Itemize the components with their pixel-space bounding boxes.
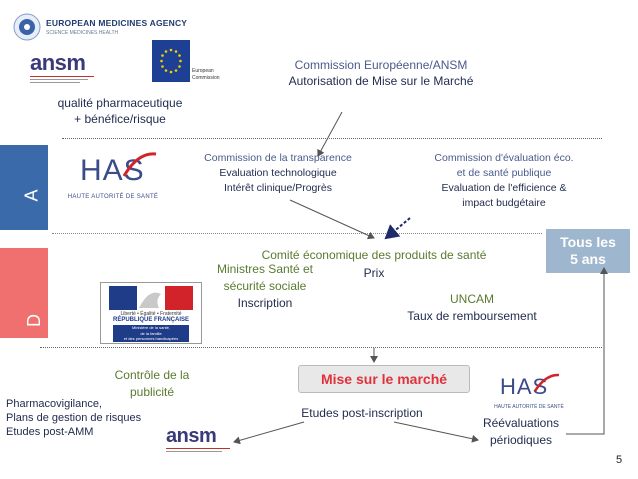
pharmaco-line3: Etudes post-AMM [6,426,94,438]
ansm-bottom-wordmark: ansm [166,425,217,447]
separator-bottom [40,347,602,348]
etudes-label: Etudes post-inscription [301,406,423,420]
ministres-line1: Ministres Santé et [216,262,314,276]
arrow-ct-to-ceps [289,199,375,240]
mise-label: Mise sur le marché [320,371,448,387]
node-commission-evaluation: Commission d'évaluation éco. et de santé… [402,152,606,209]
rf-line3: Ministère de la santé, [131,325,171,330]
rf-line5: et des personnes handicapées [123,336,179,341]
republique-francaise-logo: Liberté • Égalité • Fraternité RÉPUBLIQU… [100,282,202,344]
node-qualite: qualité pharmaceutique + bénéfice/risque [30,96,210,126]
page-number: 5 [616,454,623,466]
ceps-line1: Prix [363,266,385,280]
uncam-line1: Taux de remboursement [407,309,537,323]
arrow-ceesp-to-ceps [384,217,411,240]
arrow-reeval-loop [566,267,608,435]
reeval-line2: périodiques [489,433,553,447]
ec-label-line1: European [192,68,214,74]
rf-line2: RÉPUBLIQUE FRANÇAISE [112,317,189,323]
tous-line2: 5 ans [570,251,606,267]
qualite-line1: qualité pharmaceutique [57,96,183,110]
node-uncam: UNCAM Taux de remboursement [384,292,560,323]
ministres-line3: Inscription [237,296,293,310]
sidebar-blue-band: A [0,145,48,230]
arrow-commission-to-ct [317,111,343,157]
arrow-etudes-to-ansm [233,421,305,445]
ministres-line2: sécurité sociale [223,279,307,293]
ct-title: Commission de la transparence [204,152,352,164]
ansm-wordmark: ansm [30,50,86,75]
ceesp-title2: et de santé publique [456,167,552,179]
eu-flag-icon [152,40,190,82]
sidebar-red-band: D [0,248,48,338]
ema-logo: EUROPEAN MEDICINES AGENCY SCIENCE MEDICI… [12,12,187,52]
has-small-swoosh-icon [533,373,560,392]
node-reevaluations: Réévaluations périodiques [466,416,576,447]
rf-line4: de la famille [140,330,162,336]
separator-middle [52,233,542,234]
ceesp-line2: impact budgétaire [462,197,546,209]
european-commission-logo: European Commission [152,40,220,88]
controle-line2: publicité [129,385,175,399]
rf-ministere-band: Ministère de la santé, de la famille et … [113,325,189,342]
has-small-caption: HAUTE AUTORITÉ DE SANTÉ [494,404,564,410]
has-wordmark: HAS [80,154,145,187]
commission-eu-title: Commission Européenne/ANSM [294,58,468,72]
ceps-title: Comité économique des produits de santé [261,248,487,262]
has-caption: HAUTE AUTORITÉ DE SANTÉ [67,194,159,200]
node-comite-economique: Comité économique des produits de santé … [218,248,530,280]
tous-les-5-ans-box: Tous les 5 ans [546,229,630,273]
ceesp-line1: Evaluation de l'efficience & [441,182,567,194]
has-logo-small: HAS HAUTE AUTORITÉ DE SANTÉ [484,372,574,414]
ct-line1: Evaluation technologique [219,167,337,179]
ansm-logo-bottom: ansm [166,426,246,456]
ct-line2: Intérêt clinique/Progrès [224,182,332,194]
node-commission-transparence: Commission de la transparence Evaluation… [178,152,378,194]
reeval-line1: Réévaluations [482,416,560,430]
ema-tagline: SCIENCE MEDICINES HEALTH [46,30,119,36]
ema-emblem-icon [13,13,41,41]
node-commission-europeenne: Commission Européenne/ANSM Autorisation … [262,58,500,88]
node-controle-publicite: Contrôle de la publicité [92,368,212,399]
tous-line1: Tous les [560,233,616,250]
controle-line1: Contrôle de la [114,368,190,382]
node-ministres: Ministres Santé et sécurité sociale Insc… [196,262,334,310]
ema-name: EUROPEAN MEDICINES AGENCY [46,18,188,28]
arrow-etudes-to-reeval [393,421,479,443]
uncam-title: UNCAM [450,292,494,306]
commission-eu-subtitle: Autorisation de Mise sur le Marché [288,74,474,88]
node-mise-sur-le-marche: Mise sur le marché [298,365,470,393]
separator-top [62,138,602,139]
rf-line1: Liberté • Égalité • Fraternité [120,311,182,317]
node-etudes-post-inscription: Etudes post-inscription [284,406,440,420]
ceesp-title1: Commission d'évaluation éco. [434,152,574,164]
pharmaco-line2: Plans de gestion de risques [6,412,142,424]
has-logo-main: HAS HAUTE AUTORITÉ DE SANTÉ [58,150,168,210]
marianne-icon [109,286,193,310]
ansm-logo-top: ansm [30,52,110,86]
has-swoosh-icon [122,152,157,177]
node-pharmacovigilance: Pharmacovigilance, Plans de gestion de r… [6,398,176,438]
ec-label-line2: Commission [192,75,220,81]
qualite-line2: + bénéfice/risque [74,112,166,126]
pharmaco-line1: Pharmacovigilance, [6,398,102,410]
